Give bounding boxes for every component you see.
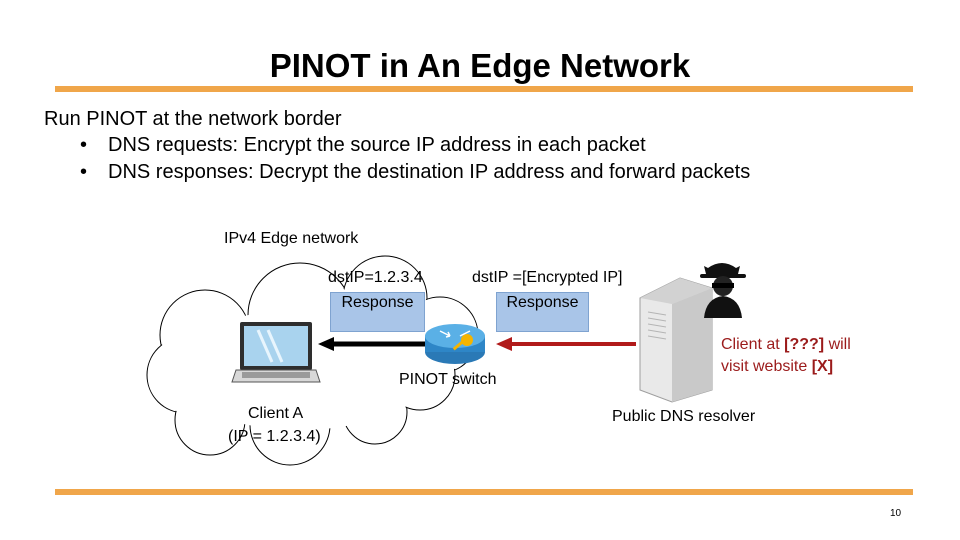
client-label-line1: Client A (248, 405, 304, 422)
attacker-note-line2: visit website [X] (721, 357, 833, 377)
note-text: Client at (721, 336, 785, 353)
arrow-from-resolver (496, 337, 636, 351)
page-number: 10 (890, 508, 902, 519)
note-bold: [???] (784, 336, 825, 353)
left-response-box: Response (330, 292, 425, 332)
note-text: visit website (721, 358, 812, 375)
bullet-dot: • (80, 161, 88, 183)
right-dst-header: dstIP =[Encrypted IP] (472, 269, 623, 286)
bullet-item: • DNS requests: Encrypt the source IP add… (78, 132, 750, 159)
note-bold: [X] (811, 358, 834, 375)
client-label-line2: (IP = 1.2.3.4) (228, 428, 321, 445)
resolver-label: Public DNS resolver (612, 408, 756, 425)
router-switch-icon (425, 324, 485, 364)
switch-label: PINOT switch (399, 371, 497, 388)
edge-network-label: IPv4 Edge network (224, 230, 359, 247)
note-text: will (824, 336, 851, 353)
bullet-item: • DNS responses: Decrypt the destination … (78, 159, 750, 186)
bullet-dot: • (80, 134, 88, 156)
bullet-text: DNS responses: Decrypt the destination I… (108, 161, 751, 183)
attacker-icon (700, 263, 746, 318)
intro-text: Run PINOT at the network border (44, 108, 342, 130)
attacker-note-line1: Client at [???] will (721, 335, 851, 355)
slide-title: PINOT in An Edge Network (269, 47, 691, 84)
top-accent-bar (55, 86, 913, 92)
server-icon (639, 277, 713, 403)
bullet-list: • DNS requests: Encrypt the source IP add… (78, 132, 750, 186)
key-icon (452, 334, 473, 351)
bottom-accent-bar (55, 489, 913, 495)
right-response-box: Response (496, 292, 589, 332)
arrow-to-client (318, 337, 425, 351)
bullet-text: DNS requests: Encrypt the source IP addr… (108, 134, 646, 156)
laptop-icon (231, 322, 321, 383)
left-dst-header: dstIP=1.2.3.4 (328, 269, 423, 286)
